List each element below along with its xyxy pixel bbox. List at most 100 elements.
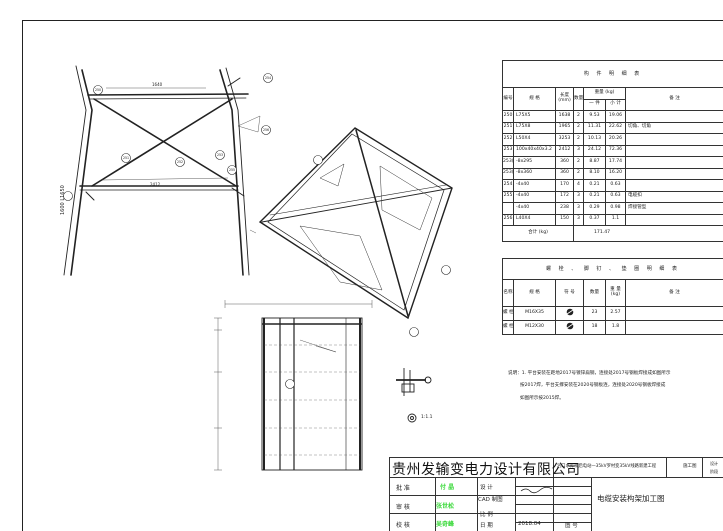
material-cell-remark (624, 110, 723, 123)
material-cell-remark (624, 144, 723, 157)
material-cell-length: 360 (555, 167, 574, 180)
callout-254: 254 (265, 76, 272, 80)
notes-label: 说明： (508, 371, 522, 376)
material-cell-qty: 2 (573, 133, 584, 146)
material-cell-length: 360 (555, 156, 574, 169)
bolt-cell-qty: 18 (583, 320, 606, 335)
col-weight: 重量 (kg) (583, 87, 626, 100)
bolt-cell-remark (625, 320, 723, 335)
material-cell-one: 0.21 (583, 190, 606, 203)
design-label: 设 计 (480, 485, 493, 491)
material-cell-spec: -4x40 (513, 202, 556, 215)
callout-252: 252 (177, 160, 184, 164)
bolt-cell-weight: 1.8 (605, 320, 626, 335)
material-cell-total: 22.62 (605, 121, 626, 134)
bolt-symbol-icon (566, 308, 573, 316)
material-cell-remark (624, 213, 723, 226)
material-cell-total: 72.36 (605, 144, 626, 157)
bolt-col-weight: 重 量(kg) (605, 279, 626, 307)
drawing-title: 电缆安装构架加工图 (597, 494, 665, 503)
material-cell-one: 0.21 (583, 179, 606, 192)
material-cell-one: 9.53 (583, 110, 606, 123)
material-cell-spec: -8x360 (513, 167, 556, 180)
material-cell-spec: L75X8 (513, 121, 556, 134)
material-cell-no: 256 (502, 213, 514, 226)
bolt-col-name: 名称 (502, 279, 514, 307)
drawing-no-label: 图 号 (565, 523, 578, 529)
material-cell-no: 250 (502, 110, 514, 123)
material-cell-no (502, 202, 514, 215)
material-cell-one: 10.13 (583, 133, 606, 146)
bolt-cell-name: 螺 栓 (502, 320, 514, 335)
bolt-cell-weight: 2.57 (605, 306, 626, 321)
scale-label: 比 例 (480, 512, 493, 518)
material-cell-qty: 2 (573, 121, 584, 134)
length-tag: 1600 L1650 (60, 185, 66, 215)
note-line: 如图所示按2015焊。 (520, 395, 564, 401)
material-cell-no: 254 (502, 179, 514, 192)
callout-251: 251 (123, 156, 130, 160)
corner-label-2: 阶段 (710, 469, 718, 474)
material-cell-qty: 3 (573, 144, 584, 157)
signature-check: 吴奇峰 (436, 521, 455, 528)
stage-label: 施工图 (683, 464, 697, 469)
material-cell-no: 251 (502, 121, 514, 134)
material-cell-total: 16.20 (605, 167, 626, 180)
project-name: 河口水库坝后电站一35kV罗村变35kV线路新建工程 (557, 464, 657, 469)
signature-approve: 付 晶 (440, 484, 455, 491)
note-line: 按2017焊，平台支撑安装在2020号钢板连，连接处2020号钢板焊接成 (520, 383, 666, 389)
material-cell-total: 0.63 (605, 179, 626, 192)
check-label: 校 核 (396, 522, 410, 529)
title-block (389, 457, 723, 531)
dim-mid-label: 2412 (150, 182, 161, 187)
material-cell-length: 238 (555, 202, 574, 215)
material-cell-remark (624, 167, 723, 180)
material-cell-one: 0.37 (583, 213, 606, 226)
drawing-frame (22, 20, 723, 531)
callout-255: 255 (229, 168, 236, 172)
material-cell-one: 11.31 (583, 121, 606, 134)
bolt-col-qty: 数量 (583, 279, 606, 307)
material-cell-length: 1638 (555, 110, 574, 123)
bolt-cell-spec: M16X35 (513, 306, 556, 321)
material-table: 构 件 明 细 表 编号 规 格 长度(mm) 数量 重量 (kg) 备 注 一… (501, 60, 723, 242)
material-cell-qty: 2 (573, 110, 584, 123)
bolt-table-title: 螺 栓 、 脚 钉 、 垫 圈 明 细 表 (502, 258, 723, 280)
material-cell-total: 19.06 (605, 110, 626, 123)
material-cell-qty: 4 (573, 179, 584, 192)
material-table-title: 构 件 明 细 表 (501, 60, 723, 88)
date-value: 2018.04 (518, 521, 541, 527)
material-cell-remark: 切角、切角 (624, 121, 723, 134)
callout-253: 253 (217, 153, 224, 157)
signature-review: 张世松 (436, 503, 455, 510)
material-cell-length: 150 (555, 213, 574, 226)
corner-label-1: 设计 (710, 461, 718, 466)
callout-256: 256 (263, 128, 270, 132)
material-cell-spec: L50X4 (513, 133, 556, 146)
material-cell-one: 0.29 (583, 202, 606, 215)
col-weight-total: 小 计 (605, 98, 626, 111)
col-length: 长度(mm) (555, 87, 574, 111)
material-cell-spec: L40X4 (513, 213, 556, 226)
material-cell-one: 24.12 (583, 144, 606, 157)
material-cell-spec: 100x40x40x3.2 (513, 144, 556, 157)
bolt-cell-qty: 23 (583, 306, 606, 321)
bolt-table: 螺 栓 、 脚 钉 、 垫 圈 明 细 表 名称 规 格 符 号 数量 重 量(… (502, 258, 723, 335)
company-name: 贵州发输变电力设计有限公司 (392, 462, 581, 478)
col-weight-one: 一 件 (583, 98, 606, 111)
dim-top-label: 1640 (152, 82, 163, 87)
material-cell-qty: 3 (573, 190, 584, 203)
bolt-cell-remark (625, 306, 723, 321)
col-remark: 备 注 (624, 87, 723, 111)
material-cell-qty: 3 (573, 213, 584, 226)
material-cell-remark: 焊接管型 (624, 202, 723, 215)
material-cell-one: 8.87 (583, 156, 606, 169)
cad-label: CAD 制图 (478, 497, 503, 503)
